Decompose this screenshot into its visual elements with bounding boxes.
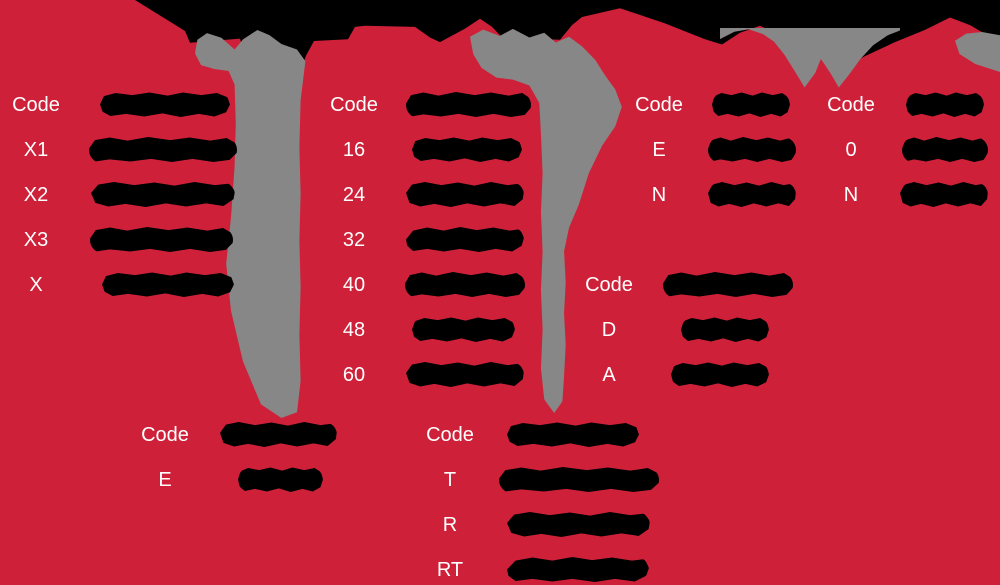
table-row: RT — [415, 547, 715, 585]
row-label: 60 — [342, 363, 366, 386]
redacted-value — [91, 182, 235, 207]
table-row: 16 — [320, 127, 580, 172]
row-label: D — [601, 318, 617, 341]
row-label: E — [652, 138, 666, 161]
table-row: T — [415, 457, 715, 502]
redacted-value — [406, 362, 524, 387]
table-row: D — [575, 307, 825, 352]
redacted-value — [100, 92, 230, 117]
table-row-header: Code — [822, 82, 1000, 127]
table-row: 24 — [320, 172, 580, 217]
row-label: A — [602, 363, 616, 386]
table-row: X1 — [0, 127, 250, 172]
table-row: 40 — [320, 262, 580, 307]
table-row: A — [575, 352, 825, 397]
row-label: N — [843, 183, 859, 206]
redacted-value — [708, 137, 796, 162]
row-label: X2 — [23, 183, 49, 206]
row-label: 40 — [342, 273, 366, 296]
table-row: X2 — [0, 172, 250, 217]
row-label: X3 — [23, 228, 49, 251]
redacted-value — [712, 92, 790, 117]
row-label: Code — [12, 93, 60, 116]
redacted-value — [406, 227, 524, 252]
column-code-x: Code X1 X2 X3 X — [0, 82, 250, 307]
table-row: N — [628, 172, 818, 217]
row-label: X — [29, 273, 43, 296]
table-row: 48 — [320, 307, 580, 352]
redacted-value — [405, 272, 525, 297]
redacted-value — [499, 467, 659, 492]
redacted-value — [900, 182, 988, 207]
row-label: 16 — [342, 138, 366, 161]
table-row: 32 — [320, 217, 580, 262]
table-row: E — [130, 457, 390, 502]
redacted-value — [102, 272, 234, 297]
table-row: E — [628, 127, 818, 172]
column-code-e: Code E — [130, 412, 390, 502]
table-row-header: Code — [320, 82, 580, 127]
row-label: 48 — [342, 318, 366, 341]
row-label: 32 — [342, 228, 366, 251]
table-row: X3 — [0, 217, 250, 262]
redacted-value — [220, 422, 337, 447]
row-label: 0 — [845, 138, 857, 161]
row-label: R — [442, 513, 458, 536]
redacted-value — [708, 182, 796, 207]
table-row-header: Code — [628, 82, 818, 127]
column-code-en: Code E N — [628, 82, 818, 217]
row-label: Code — [585, 273, 633, 296]
redacted-value — [906, 92, 984, 117]
row-label: RT — [436, 558, 464, 581]
table-row: X — [0, 262, 250, 307]
redacted-value — [412, 317, 515, 342]
redacted-value — [412, 137, 522, 162]
redacted-value — [406, 182, 524, 207]
row-label: Code — [635, 93, 683, 116]
column-code-0n: Code 0 N — [822, 82, 1000, 217]
column-code-trrt: Code T R RT — [415, 412, 715, 585]
redacted-value — [507, 512, 650, 537]
table-row: 60 — [320, 352, 580, 397]
table-row-header: Code — [130, 412, 390, 457]
table-row-header: Code — [415, 412, 715, 457]
row-label: T — [443, 468, 457, 491]
row-label: X1 — [23, 138, 49, 161]
column-code-da: Code D A — [575, 262, 825, 397]
row-label: Code — [426, 423, 474, 446]
redacted-value — [663, 272, 793, 297]
row-label: E — [158, 468, 172, 491]
redacted-value — [671, 362, 769, 387]
redacted-value — [89, 137, 237, 162]
redacted-value — [902, 137, 988, 162]
redacted-value — [90, 227, 233, 252]
column-code-numeric: Code 16 24 32 40 48 60 — [320, 82, 580, 397]
redacted-value — [406, 92, 531, 117]
row-label: Code — [141, 423, 189, 446]
redacted-value — [507, 422, 639, 447]
row-label: Code — [827, 93, 875, 116]
row-label: 24 — [342, 183, 366, 206]
table-row-header: Code — [575, 262, 825, 307]
table-row: N — [822, 172, 1000, 217]
row-label: Code — [330, 93, 378, 116]
row-label: N — [651, 183, 667, 206]
redacted-value — [507, 557, 649, 582]
redacted-value — [238, 467, 323, 492]
redacted-value — [681, 317, 769, 342]
table-row: 0 — [822, 127, 1000, 172]
table-row: R — [415, 502, 715, 547]
table-row-header: Code — [0, 82, 250, 127]
